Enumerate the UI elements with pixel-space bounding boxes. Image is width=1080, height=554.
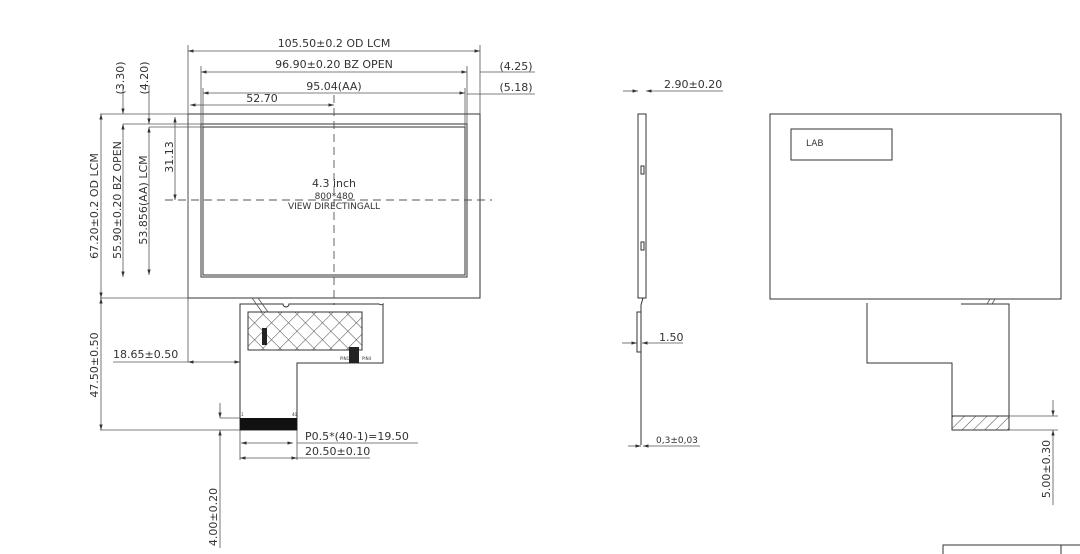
dim-bz-width: 96.90±0.20 BZ OPEN bbox=[275, 58, 393, 71]
center-lines bbox=[165, 95, 492, 305]
dim-back-stiffener: 5.00±0.30 bbox=[1040, 440, 1053, 498]
tp-pin-first: PIN1 bbox=[340, 356, 350, 361]
dim-od-width: 105.50±0.2 OD LCM bbox=[278, 37, 391, 50]
dim-center-y: 31.13 bbox=[163, 141, 176, 173]
dim-connector: 1.50 bbox=[659, 331, 684, 344]
dim-fpc-thickness: 0,3±0,03 bbox=[656, 436, 698, 446]
dim-bz-height: 55.90±0.20 BZ OPEN bbox=[111, 141, 124, 259]
back-lcm-outline bbox=[769, 113, 1062, 300]
resolution-text: 800*480 bbox=[315, 192, 354, 202]
tp-pin-last: PIN4 bbox=[362, 356, 372, 361]
tp-connector bbox=[349, 347, 359, 363]
dim-top-aa: (4.20) bbox=[138, 61, 151, 94]
dim-center-x: 52.70 bbox=[246, 92, 278, 105]
front-view: 4.3 inch 800*480 VIEW DIRECTINGALL 105.5… bbox=[88, 37, 535, 548]
pin-first: 1 bbox=[241, 412, 244, 417]
view-direction-text: VIEW DIRECTINGALL bbox=[288, 202, 380, 212]
dim-aa-width: 95.04(AA) bbox=[306, 80, 361, 93]
label-box bbox=[790, 128, 893, 161]
dim-right-bz: (4.25) bbox=[499, 60, 532, 73]
dim-thickness: 2.90±0.20 bbox=[664, 78, 722, 91]
panel-size-text: 4.3 inch bbox=[312, 177, 356, 190]
back-fpc-outline bbox=[866, 303, 1010, 431]
pin-last: 40 bbox=[292, 412, 298, 417]
fpc-contact-pads bbox=[240, 418, 297, 430]
side-lcm-body bbox=[637, 113, 647, 299]
dim-right-aa: (5.18) bbox=[499, 81, 532, 94]
dim-aa-height: 53.856(AA) LCM bbox=[137, 155, 150, 244]
dim-pitch: P0.5*(40-1)=19.50 bbox=[305, 430, 409, 443]
dim-fpc-offset: 18.65±0.50 bbox=[113, 348, 178, 361]
dim-fpc-length: 47.50±0.50 bbox=[88, 332, 101, 397]
side-fpc bbox=[640, 297, 644, 445]
back-stiffener-hatch bbox=[951, 415, 1010, 431]
dim-stiffener: 4.00±0.20 bbox=[207, 488, 220, 546]
dim-od-height: 67.20±0.2 OD LCM bbox=[88, 153, 101, 259]
side-view: 2.90±0.20 1.50 0,3±0,03 bbox=[622, 78, 723, 448]
dim-fpc-width: 20.50±0.10 bbox=[305, 445, 370, 458]
dim-top-bz: (3.30) bbox=[114, 61, 127, 94]
title-block-corner bbox=[942, 544, 1080, 554]
back-view: LAB 5.00±0.30 bbox=[769, 113, 1080, 554]
label-text: LAB bbox=[806, 139, 824, 149]
